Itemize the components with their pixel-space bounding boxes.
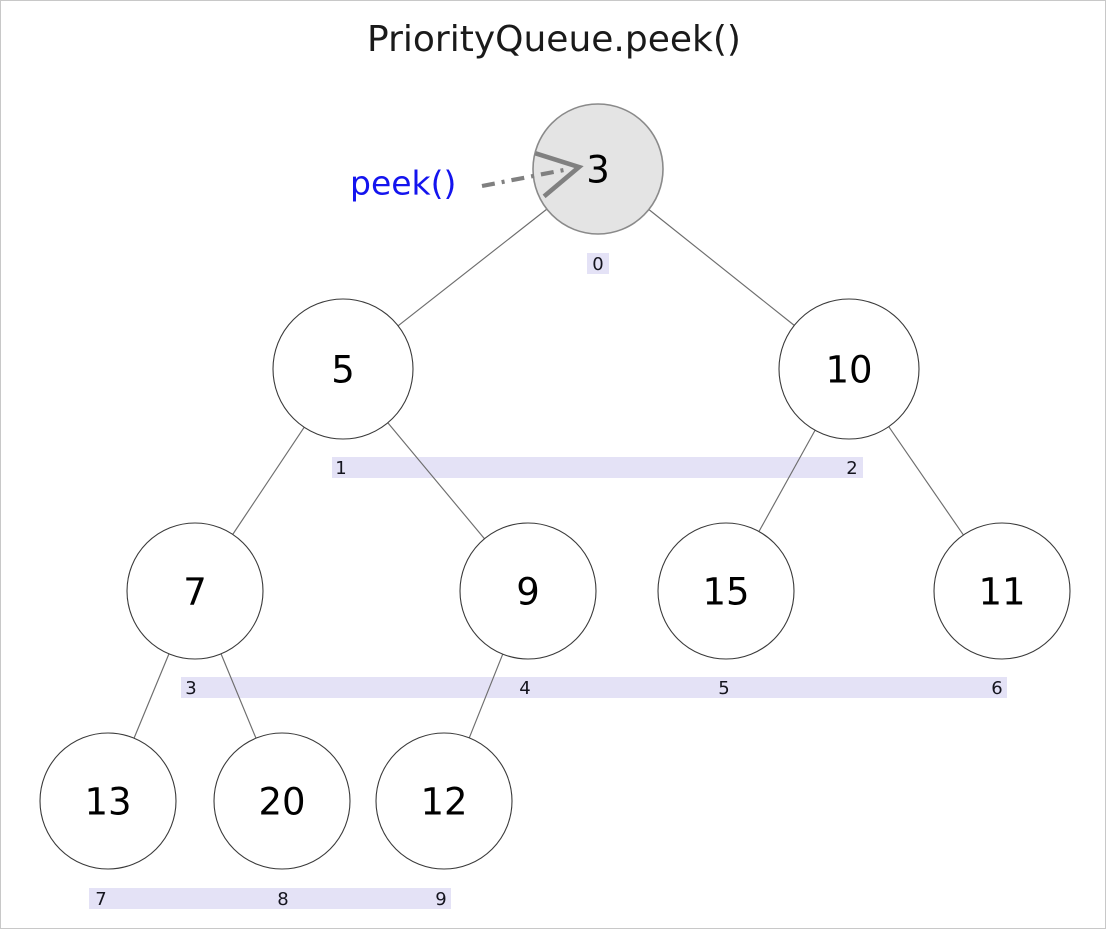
tree-edge-2-6 [887,425,965,537]
tree-edge-3-8 [220,652,257,740]
peek-arrow-head-icon [534,151,584,199]
node-value-5: 15 [702,571,749,614]
tree-node-0[interactable]: 3 [532,103,664,235]
tree-node-6[interactable]: 11 [933,522,1071,660]
tree-edge-group [133,208,965,740]
node-circle-2[interactable] [778,298,920,440]
node-circle-9[interactable] [375,732,513,870]
node-value-4: 9 [516,571,540,614]
tree-edge-0-1 [396,208,548,327]
index-label-6: 6 [991,678,1002,699]
page-title: PriorityQueue.peek() [367,19,741,60]
index-label-1: 1 [335,458,346,479]
index-band-level-0 [587,253,609,274]
index-label-4: 4 [519,678,530,699]
node-circle-5[interactable] [657,522,795,660]
index-label-9: 9 [435,889,446,910]
tree-edge-4-9 [468,652,504,740]
node-circle-4[interactable] [459,522,597,660]
node-value-6: 11 [978,571,1025,614]
tree-node-1[interactable]: 5 [272,298,414,440]
tree-edge-1-3 [231,426,306,536]
index-label-7: 7 [95,889,106,910]
index-band-level-1 [332,457,863,478]
node-circle-6[interactable] [933,522,1071,660]
index-band-level-2 [181,677,1007,698]
tree-node-2[interactable]: 10 [778,298,920,440]
tree-edge-3-7 [133,652,170,740]
index-label-3: 3 [185,678,196,699]
node-value-9: 12 [420,781,467,824]
node-value-0: 3 [586,149,610,192]
node-circle-0[interactable] [532,103,664,235]
node-circle-8[interactable] [213,732,351,870]
node-value-3: 7 [183,571,207,614]
peek-callout-label: peek() [350,164,456,203]
tree-node-9[interactable]: 12 [375,732,513,870]
tree-node-4[interactable]: 9 [459,522,597,660]
tree-edge-0-2 [647,208,796,327]
node-circle-3[interactable] [126,522,264,660]
index-band-level-3 [89,888,451,909]
tree-node-3[interactable]: 7 [126,522,264,660]
node-value-8: 20 [258,781,305,824]
index-label-0: 0 [592,254,603,275]
tree-edge-2-5 [757,429,817,533]
node-circle-7[interactable] [39,732,177,870]
tree-edge-1-4 [386,421,486,540]
tree-node-5[interactable]: 15 [657,522,795,660]
tree-node-8[interactable]: 20 [213,732,351,870]
index-label-2: 2 [846,458,857,479]
index-label-8: 8 [277,889,288,910]
node-value-7: 13 [84,781,131,824]
tree-node-7[interactable]: 13 [39,732,177,870]
index-label-5: 5 [718,678,729,699]
node-value-1: 5 [331,349,355,392]
peek-callout-group: peek() [350,151,584,203]
node-circle-1[interactable] [272,298,414,440]
node-value-2: 10 [825,349,872,392]
